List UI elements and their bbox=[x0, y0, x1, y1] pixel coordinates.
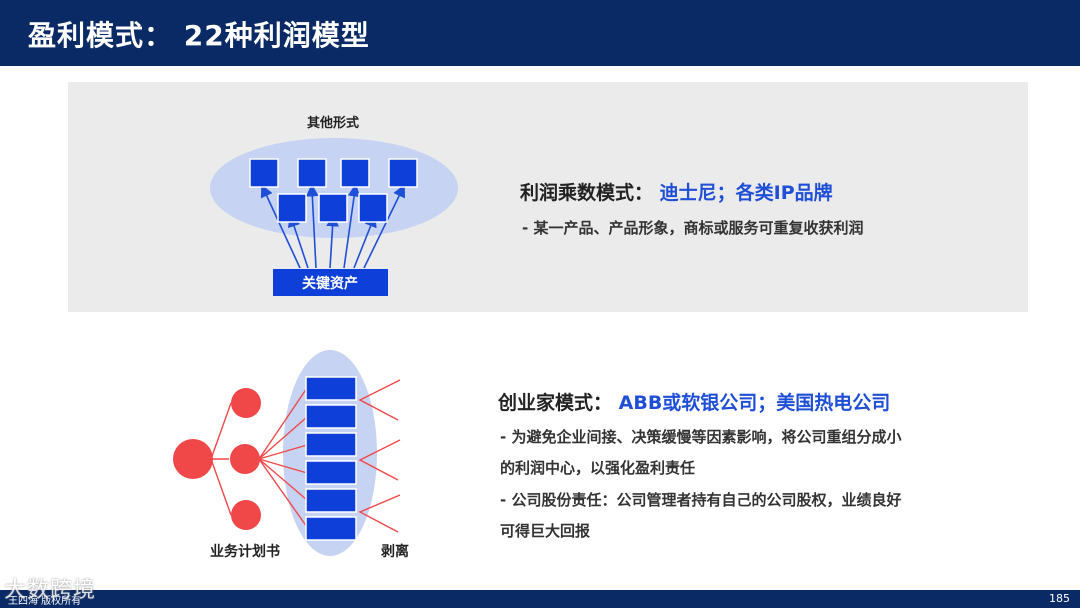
profit-center-box bbox=[305, 488, 357, 513]
business-plan-lines bbox=[210, 387, 308, 528]
form-box bbox=[297, 158, 327, 188]
bullet-text: 的利润中心，以强化盈利责任 bbox=[500, 459, 696, 477]
other-forms-label: 其他形式 bbox=[307, 115, 359, 131]
watermark: 大数跨境 bbox=[4, 578, 97, 603]
profit-center-box bbox=[305, 460, 357, 485]
chevron bbox=[358, 439, 401, 481]
form-box bbox=[277, 193, 307, 223]
form-box bbox=[358, 193, 388, 223]
business-plan-label: 业务计划书 bbox=[210, 543, 280, 560]
connector bbox=[210, 402, 232, 460]
connector bbox=[258, 458, 308, 474]
title-bar: 盈利模式： 22种利润模型 bbox=[0, 0, 1080, 66]
spin-off-label: 剥离 bbox=[381, 543, 409, 560]
arrow bbox=[353, 214, 377, 269]
connector bbox=[258, 387, 308, 460]
form-box bbox=[249, 158, 279, 188]
profit-center-box bbox=[305, 376, 357, 401]
connector bbox=[258, 458, 308, 528]
bullet-text: 可得巨大回报 bbox=[500, 522, 591, 540]
form-box bbox=[318, 193, 348, 223]
arrow bbox=[260, 184, 301, 269]
heading-prefix: 利润乘数模式： bbox=[520, 182, 654, 204]
other-forms-ellipse bbox=[210, 138, 458, 238]
connector bbox=[258, 458, 308, 501]
bullet-text: - 为避免企业间接、决策缓慢等因素影响，将公司重组分成小 bbox=[500, 428, 902, 446]
profit-multiplier-heading: 利润乘数模式： 迪士尼；各类IP品牌 bbox=[520, 178, 833, 205]
arrow bbox=[326, 213, 339, 269]
page-number: 185 bbox=[1049, 592, 1070, 605]
arrow bbox=[363, 184, 405, 269]
plan-circle bbox=[230, 444, 260, 474]
plan-circle bbox=[231, 500, 261, 530]
form-box bbox=[340, 158, 370, 188]
profit-center-box bbox=[305, 432, 357, 457]
arrow bbox=[305, 183, 319, 269]
spin-off-chevrons bbox=[358, 379, 401, 533]
entrepreneur-heading: 创业家模式： ABB或软银公司；美国热电公司 bbox=[498, 388, 890, 415]
heading-examples: 迪士尼；各类IP品牌 bbox=[659, 182, 833, 204]
profit-center-box bbox=[305, 516, 357, 541]
connector bbox=[258, 416, 308, 460]
plan-circle bbox=[231, 388, 261, 418]
plan-circle-large bbox=[173, 439, 213, 479]
form-box bbox=[388, 158, 418, 188]
bullet-text: - 公司股份责任：公司管理者持有自己的公司股权，业绩良好 bbox=[500, 491, 902, 509]
arrow bbox=[287, 213, 309, 269]
footer-bar: 王四海 版权所有 185 bbox=[0, 590, 1080, 608]
connector bbox=[210, 458, 232, 516]
bullet-text: - 某一产品、产品形象，商标或服务可重复收获利润 bbox=[522, 219, 864, 237]
slide-title: 盈利模式： 22种利润模型 bbox=[28, 19, 370, 52]
connector bbox=[258, 444, 308, 460]
heading-prefix: 创业家模式： bbox=[498, 392, 613, 414]
profit-center-stack bbox=[305, 376, 357, 541]
arrow bbox=[343, 183, 361, 269]
chevron bbox=[358, 494, 401, 533]
key-asset-box bbox=[273, 269, 388, 296]
chevron bbox=[358, 379, 401, 421]
profit-center-box bbox=[305, 404, 357, 429]
copyright-text: 王四海 版权所有 bbox=[8, 596, 82, 607]
asset-boxes bbox=[249, 158, 418, 223]
asset-arrows bbox=[260, 183, 405, 269]
key-asset-label: 关键资产 bbox=[302, 275, 358, 292]
heading-examples: ABB或软银公司；美国热电公司 bbox=[618, 392, 891, 414]
